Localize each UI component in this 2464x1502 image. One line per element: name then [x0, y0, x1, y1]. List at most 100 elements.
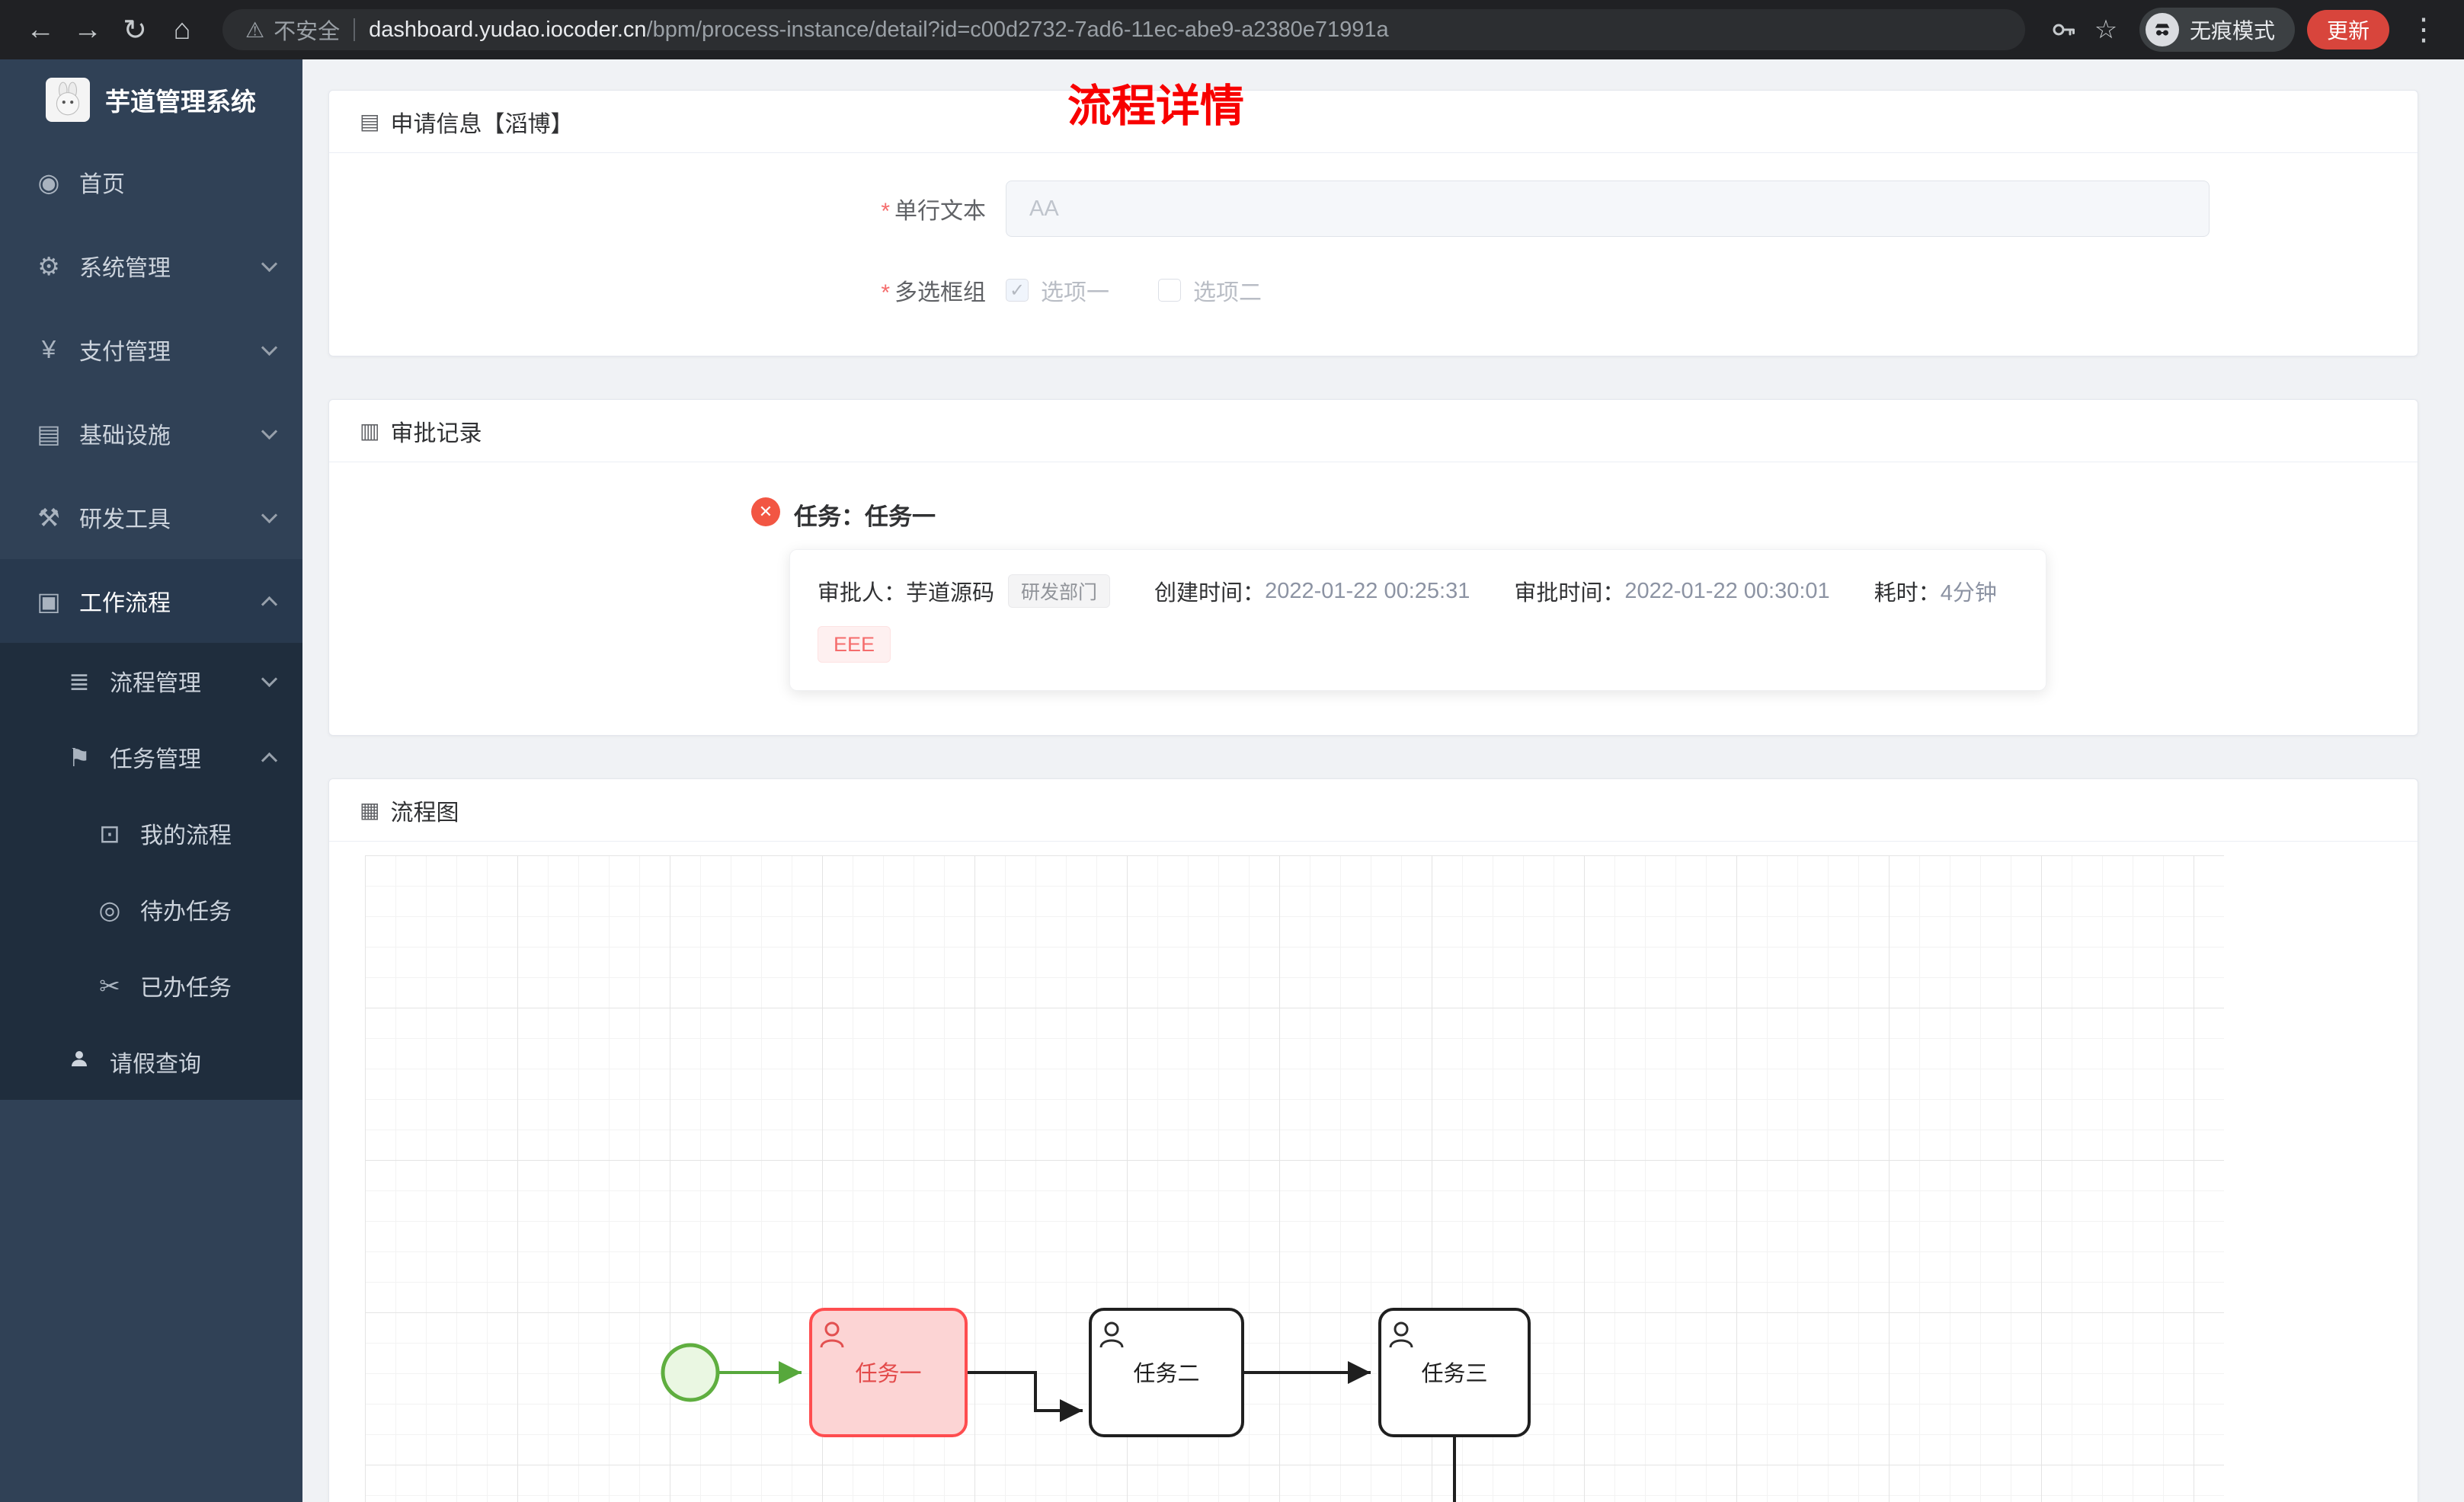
form-row-text: *单行文本 — [329, 181, 2418, 237]
star-bookmark-icon[interactable]: ☆ — [2094, 15, 2118, 44]
approval-timeline: ✕ 任务：任务一 审批人： 芋道源码 研发部门 创建时间： 2022-01-22… — [329, 462, 2418, 735]
form-row-checkbox: *多选框组 ✓ 选项一 选项二 — [329, 273, 2418, 307]
field-label: *多选框组 — [329, 273, 1006, 307]
tools-icon: ⚒ — [37, 503, 60, 532]
sidebar-item-payment[interactable]: ¥ 支付管理 — [0, 308, 302, 391]
comment-tag: EEE — [818, 626, 891, 663]
briefcase-icon: ▣ — [37, 586, 61, 615]
url-divider — [354, 18, 356, 41]
checkbox-option-1[interactable]: ✓ 选项一 — [1006, 273, 1109, 307]
monitor-icon: ▤ — [37, 419, 61, 448]
sidebar-item-leave-query[interactable]: 请假查询 — [0, 1024, 302, 1100]
sidebar-item-system[interactable]: ⚙ 系统管理 — [0, 224, 302, 308]
chevron-down-icon — [261, 670, 278, 687]
application-info-card: ▤ 申请信息【滔博】 *单行文本 *多选框组 ✓ 选项一 — [328, 90, 2418, 356]
checkbox-option-2[interactable]: 选项二 — [1158, 273, 1262, 307]
required-asterisk: * — [881, 199, 890, 224]
sidebar-item-label: 流程管理 — [110, 671, 201, 696]
chevron-down-icon — [261, 339, 278, 356]
field-label: *单行文本 — [329, 192, 1006, 225]
checkbox-checked-icon[interactable]: ✓ — [1006, 279, 1029, 302]
sidebar-item-label: 请假查询 — [110, 1052, 201, 1077]
task-title: 任务：任务一 — [794, 503, 936, 530]
url-path: /bpm/process-instance/detail?id=c00d2732… — [646, 17, 1389, 42]
card-header: ▥ 审批记录 — [329, 400, 2418, 462]
dashboard-icon: ◉ — [37, 168, 60, 197]
app-logo: 芋道管理系统 — [0, 59, 302, 140]
app-logo-avatar — [46, 78, 90, 122]
sidebar-item-done-tasks[interactable]: ✂ 已办任务 — [0, 948, 302, 1024]
back-icon[interactable]: ← — [26, 13, 55, 46]
forward-icon[interactable]: → — [73, 13, 102, 46]
sidebar-menu: ◉ 首页 ⚙ 系统管理 ¥ 支付管理 ▤ 基础设施 ⚒ 研发工具 — [0, 140, 302, 1100]
browser-menu-icon[interactable]: ⋮ — [2408, 13, 2439, 46]
single-line-text-input[interactable] — [1006, 181, 2210, 237]
sidebar-item-label: 工作流程 — [79, 591, 171, 616]
flag-icon: ⚑ — [68, 743, 91, 772]
sidebar-item-label: 支付管理 — [79, 340, 171, 365]
sidebar-item-process-management[interactable]: ≣ 流程管理 — [0, 643, 302, 719]
approved-group: 审批时间： 2022-01-22 00:30:01 — [1514, 575, 1829, 607]
address-bar[interactable]: ⚠ 不安全 dashboard.yudao.iocoder.cn /bpm/pr… — [222, 9, 2025, 50]
card-header: ▤ 申请信息【滔博】 — [329, 91, 2418, 153]
sidebar-item-label: 我的流程 — [140, 823, 232, 848]
sidebar-item-my-processes[interactable]: ⊡ 我的流程 — [0, 795, 302, 871]
document-icon: ▤ — [360, 110, 380, 133]
chat-icon: ⊡ — [99, 819, 120, 848]
home-icon[interactable]: ⌂ — [173, 13, 191, 46]
approver-group: 审批人： 芋道源码 研发部门 — [818, 574, 1111, 608]
field-label-text: 单行文本 — [894, 199, 986, 224]
security-label[interactable]: 不安全 — [274, 20, 341, 44]
incognito-icon — [2145, 13, 2179, 46]
flow-task1-to-task2 — [968, 1371, 1083, 1422]
eye-icon: ◎ — [98, 895, 121, 924]
list-icon: ≣ — [69, 666, 90, 695]
task-node-label: 任务一 — [855, 1361, 921, 1386]
card-title: 申请信息【滔博】 — [390, 111, 574, 137]
approved-time: 2022-01-22 00:30:01 — [1624, 578, 1830, 603]
browser-update-button[interactable]: 更新 — [2306, 10, 2389, 50]
key-icon[interactable] — [2042, 8, 2085, 51]
rejected-status-icon: ✕ — [751, 497, 780, 526]
application-form: *单行文本 *多选框组 ✓ 选项一 选项二 — [329, 153, 2418, 356]
field-label-text: 多选框组 — [894, 280, 986, 305]
sidebar-item-label: 已办任务 — [140, 976, 232, 1001]
sidebar-item-devtools[interactable]: ⚒ 研发工具 — [0, 475, 302, 559]
warning-icon: ⚠ — [245, 18, 265, 42]
sidebar-item-label: 系统管理 — [79, 256, 171, 281]
created-label: 创建时间： — [1154, 581, 1266, 606]
sidebar-item-task-management[interactable]: ⚑ 任务管理 — [0, 719, 302, 795]
main-content: 流程详情 ▤ 申请信息【滔博】 *单行文本 *多选框组 ✓ 选项一 — [302, 59, 2464, 1502]
bpmn-diagram: 任务一 任务二 — [661, 1308, 1531, 1502]
approval-detail-panel: 审批人： 芋道源码 研发部门 创建时间： 2022-01-22 00:25:31… — [789, 549, 2046, 691]
sidebar-item-todo-tasks[interactable]: ◎ 待办任务 — [0, 871, 302, 948]
card-title: 审批记录 — [390, 420, 482, 446]
duration-label: 耗时： — [1874, 581, 1941, 606]
refresh-icon[interactable]: ↻ — [123, 14, 147, 46]
incognito-badge: 无痕模式 — [2139, 8, 2295, 52]
chevron-up-icon — [261, 752, 278, 769]
sidebar-item-workflow[interactable]: ▣ 工作流程 — [0, 559, 302, 643]
user-task-icon — [820, 1321, 844, 1348]
checkbox-unchecked-icon[interactable] — [1158, 279, 1181, 302]
sidebar-item-label: 研发工具 — [79, 507, 171, 532]
incognito-label: 无痕模式 — [2189, 19, 2275, 43]
user-task-icon — [1099, 1321, 1124, 1348]
url-domain: dashboard.yudao.iocoder.cn — [369, 17, 647, 42]
duration-value: 4分钟 — [1940, 581, 1997, 606]
scissors-icon: ✂ — [99, 971, 120, 1000]
sidebar-item-infrastructure[interactable]: ▤ 基础设施 — [0, 391, 302, 475]
bpmn-canvas[interactable]: 任务一 任务二 — [365, 855, 2224, 1502]
yen-icon: ¥ — [41, 335, 56, 363]
approver-label: 审批人： — [818, 581, 907, 606]
chevron-down-icon — [261, 507, 278, 523]
checkbox-label: 选项二 — [1193, 280, 1262, 305]
user-icon — [62, 1047, 96, 1076]
required-asterisk: * — [881, 280, 890, 305]
diagram-icon: ▦ — [360, 798, 380, 822]
task-node-2 — [1089, 1308, 1244, 1437]
sidebar-item-home[interactable]: ◉ 首页 — [0, 140, 302, 224]
approval-meta-line: 审批人： 芋道源码 研发部门 创建时间： 2022-01-22 00:25:31… — [818, 573, 2018, 609]
checkbox-group: ✓ 选项一 选项二 — [1006, 275, 1262, 305]
card-title: 流程图 — [390, 800, 459, 826]
